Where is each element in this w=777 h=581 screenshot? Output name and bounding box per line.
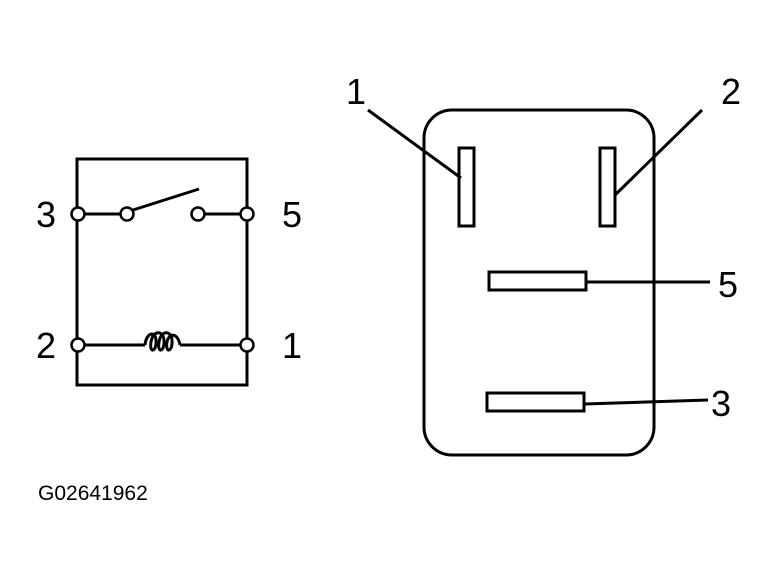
switch-circuit [80,187,242,222]
terminal-1-label: 1 [282,325,302,366]
relay-schematic: 3 5 2 1 [36,157,302,387]
pin-5 [487,270,588,292]
terminal-3-point [70,206,86,222]
pin-2-leader [613,108,704,197]
pin-2-label: 2 [721,71,741,112]
pin-3 [485,391,586,413]
terminal-2-label: 2 [36,325,56,366]
switch-contact-right [190,206,206,222]
figure-id: G02641962 [38,482,148,505]
pin-2 [598,146,617,228]
terminal-5-label: 5 [282,194,302,235]
relay-connector-view: 1 2 5 3 [346,71,741,457]
terminal-1-point [239,337,255,353]
terminal-5-point [239,206,255,222]
pin-1-label: 1 [346,71,366,112]
terminal-3-label: 3 [36,194,56,235]
switch-contact-left [119,206,135,222]
coil-circuit [80,331,242,352]
pin-3-label: 3 [711,383,731,424]
terminal-2-point [70,337,86,353]
coil-symbol [143,331,182,352]
pin-3-leader [583,398,709,406]
schematic-box [75,157,249,387]
pin-1-leader [367,108,462,180]
pin-1 [457,146,476,228]
switch-arm [132,187,200,212]
pin-5-label: 5 [718,264,738,305]
